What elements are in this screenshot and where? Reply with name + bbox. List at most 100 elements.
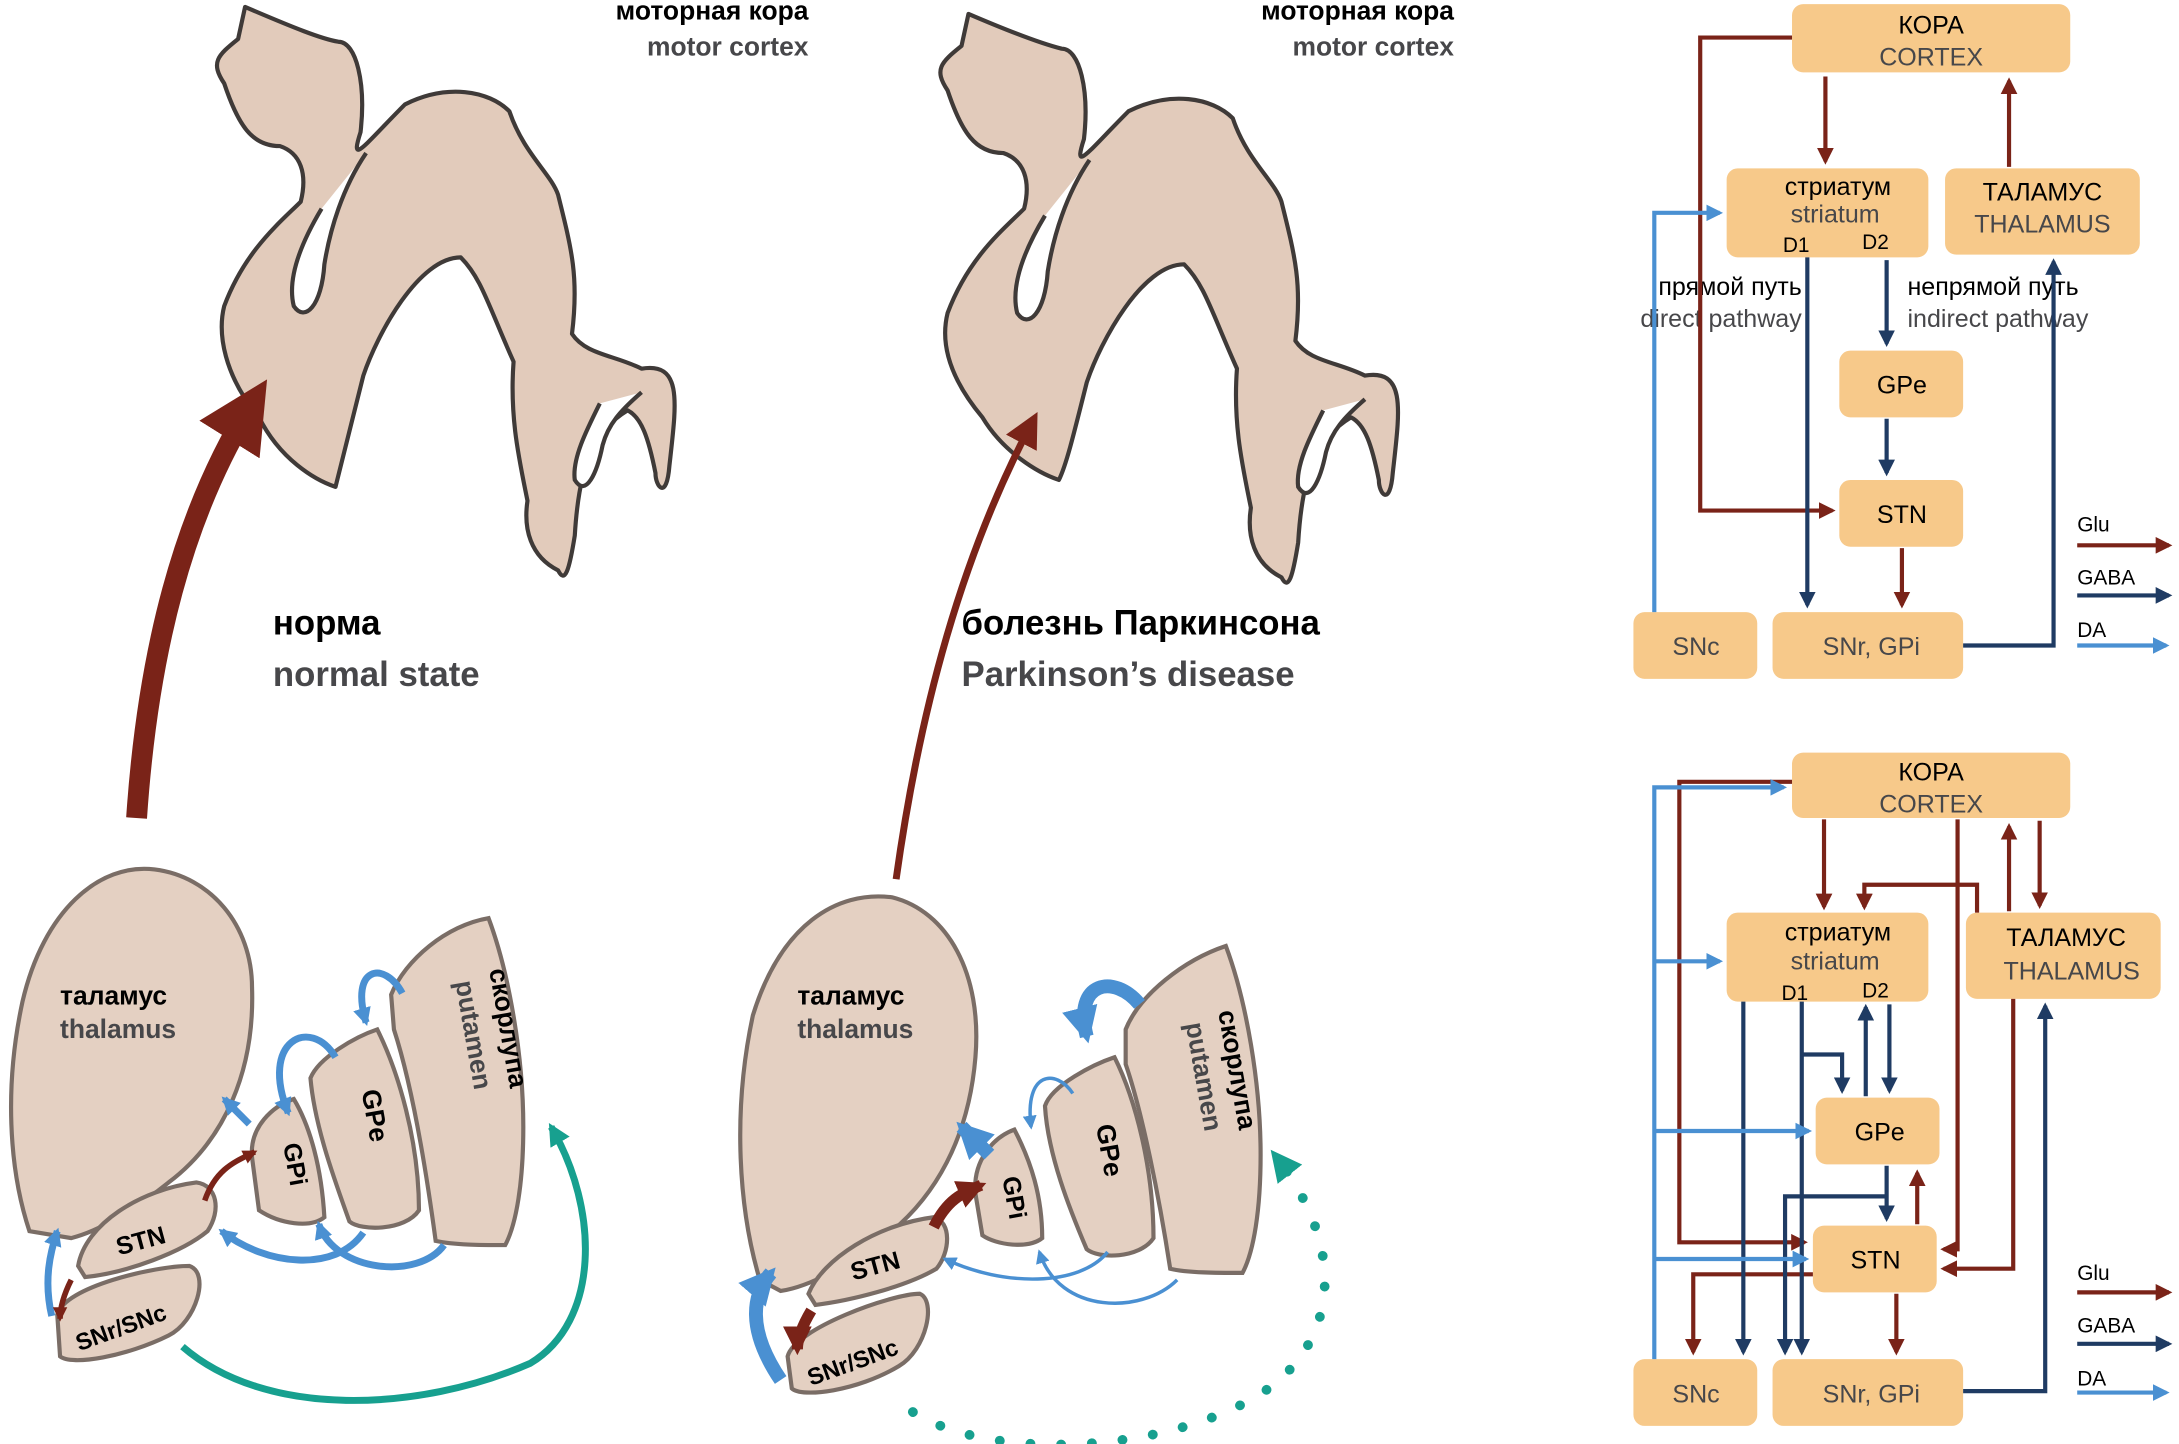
glu-arrow — [52, 1278, 74, 1322]
legend-glu-label: Glu — [2077, 513, 2109, 536]
snr-snc-shape — [785, 1291, 930, 1395]
node-stn-label: STN — [1850, 1247, 1900, 1275]
schema-parkinson: КОРА CORTEX стриатум striatum D1 D2 ТАЛА… — [1633, 752, 2161, 1426]
node-snr-gpi — [1772, 1359, 1964, 1426]
glu-arrow — [202, 1149, 258, 1202]
nigrostriatal-pathway — [180, 1122, 589, 1404]
node-cortex-label-ru: КОРА — [1898, 11, 1964, 39]
node-stn — [1812, 1225, 1937, 1293]
node-striatum-d1: D1 — [1783, 234, 1810, 257]
da-arrow-thin — [1022, 1076, 1075, 1130]
schema-normal: КОРА CORTEX стриатум striatum D1 D2 ТАЛА… — [1633, 4, 2140, 679]
node-snr-gpi — [1772, 612, 1964, 679]
basal-ganglia: таламус thalamus STN SNr/SNc GPi GPe ско… — [738, 894, 1330, 1444]
da-snc-striatum — [1652, 204, 1724, 613]
node-thalamus-label-ru: ТАЛАМУС — [2006, 924, 2126, 952]
node-striatum-label-en: striatum — [1791, 201, 1880, 229]
da-arrow-thick — [1062, 979, 1145, 1044]
glu-cortex-stn-2 — [1940, 819, 1960, 1258]
thalamus-label-ru: таламус — [60, 980, 167, 1010]
gaba-snr-thalamus — [1963, 258, 2062, 648]
cortex-label-ru: моторная кора — [1261, 0, 1454, 25]
thalamus-label-en: thalamus — [797, 1014, 913, 1044]
state-label-ru: норма — [273, 604, 381, 642]
state-label-en: normal state — [273, 656, 480, 694]
state-label-en: Parkinson’s disease — [962, 656, 1295, 694]
da-arrow-thin — [1036, 1249, 1179, 1305]
legend-gaba-label: GABA — [2077, 566, 2135, 589]
node-stn-label: STN — [1877, 501, 1927, 529]
glu-arrow-thick — [782, 1307, 817, 1356]
gaba-d1-gpe — [1801, 1052, 1851, 1094]
glu-arrow-thick — [928, 1180, 987, 1230]
node-striatum-d2: D2 — [1862, 979, 1889, 1002]
node-striatum — [1726, 912, 1929, 1002]
node-gpe-label: GPe — [1877, 372, 1927, 400]
direct-pathway-label-ru: прямой путь — [1658, 273, 1801, 301]
node-snc-label: SNc — [1672, 1380, 1719, 1408]
legend-top: Glu GABA DA — [2077, 513, 2173, 654]
node-snr-gpi-label: SNr, GPi — [1823, 1380, 1920, 1408]
node-striatum-d2: D2 — [1862, 231, 1889, 254]
panel-parkinson: моторная кора motor cortex болезнь Парки… — [738, 0, 1454, 1444]
legend-da-label: DA — [2077, 1368, 2106, 1391]
node-gpe — [1815, 1097, 1940, 1165]
node-striatum-label-en: striatum — [1791, 948, 1880, 976]
node-snr-gpi-label: SNr, GPi — [1823, 633, 1920, 661]
da-snc-cortex — [1652, 779, 1788, 1360]
node-cortex — [1792, 752, 2071, 818]
direct-pathway-label-en: direct pathway — [1640, 305, 1802, 333]
legend-da-label: DA — [2077, 619, 2106, 642]
glu-cortex-stn — [1698, 35, 1836, 519]
node-striatum-label-ru: стриатум — [1785, 918, 1891, 946]
da-arrow — [314, 1220, 447, 1271]
node-snc-label: SNc — [1672, 633, 1719, 661]
legend-bottom: Glu GABA DA — [2077, 1262, 2173, 1401]
da-arrow — [353, 969, 406, 1026]
node-gpe — [1839, 350, 1964, 418]
state-label-ru: болезнь Паркинсона — [962, 604, 1321, 642]
node-stn — [1839, 479, 1964, 547]
legend-glu-label: Glu — [2077, 1262, 2109, 1285]
thalamus-label-en: thalamus — [60, 1014, 176, 1044]
motor-cortex-gyrus — [938, 11, 1401, 585]
node-cortex-label-en: CORTEX — [1879, 790, 1983, 818]
da-arrow — [274, 1033, 339, 1117]
node-cortex-label-ru: КОРА — [1898, 758, 1964, 786]
node-snc — [1633, 612, 1758, 679]
gpi-shape — [249, 1096, 327, 1226]
legend-gaba-label: GABA — [2077, 1315, 2135, 1338]
snr-snc-shape — [55, 1263, 202, 1363]
node-gpe-label: GPe — [1855, 1119, 1905, 1147]
node-striatum-label-ru: стриатум — [1785, 173, 1891, 201]
node-cortex — [1792, 4, 2071, 73]
stn-shape — [806, 1215, 950, 1308]
motor-cortex-gyrus — [214, 4, 677, 578]
putamen-shape — [1123, 943, 1263, 1275]
thalamocortical-arrow — [892, 411, 1038, 880]
thalamus-shape — [8, 866, 255, 1241]
glu-thalamus-striatum — [1856, 882, 1980, 913]
basal-ganglia: таламус thalamus STN SNr/SNc GPi GPe ско… — [8, 866, 589, 1404]
thalamocortical-arrow — [126, 379, 268, 819]
node-thalamus — [1945, 168, 2140, 255]
indirect-pathway-label-ru: непрямой путь — [1907, 273, 2078, 301]
cortex-label-en: motor cortex — [647, 32, 809, 62]
da-arrow-thin — [942, 1250, 1109, 1281]
node-cortex-label-en: CORTEX — [1879, 43, 1983, 71]
thalamus-label-ru: таламус — [797, 980, 904, 1010]
node-striatum-d1: D1 — [1781, 982, 1808, 1005]
da-arrow-thick — [956, 1121, 995, 1161]
da-arrow — [218, 1228, 367, 1264]
da-arrow — [44, 1227, 62, 1317]
cortex-label-en: motor cortex — [1292, 32, 1454, 62]
da-arrow — [221, 1096, 252, 1127]
node-thalamus-label-en: THALAMUS — [2003, 957, 2139, 985]
gaba-snr-thalamus — [1963, 1002, 2054, 1394]
glu-thalamus-stn — [1940, 998, 2016, 1278]
gaba-gpe-snr — [1776, 1194, 1887, 1356]
node-snc — [1633, 1359, 1758, 1426]
indirect-pathway-label-en: indirect pathway — [1907, 305, 2088, 333]
